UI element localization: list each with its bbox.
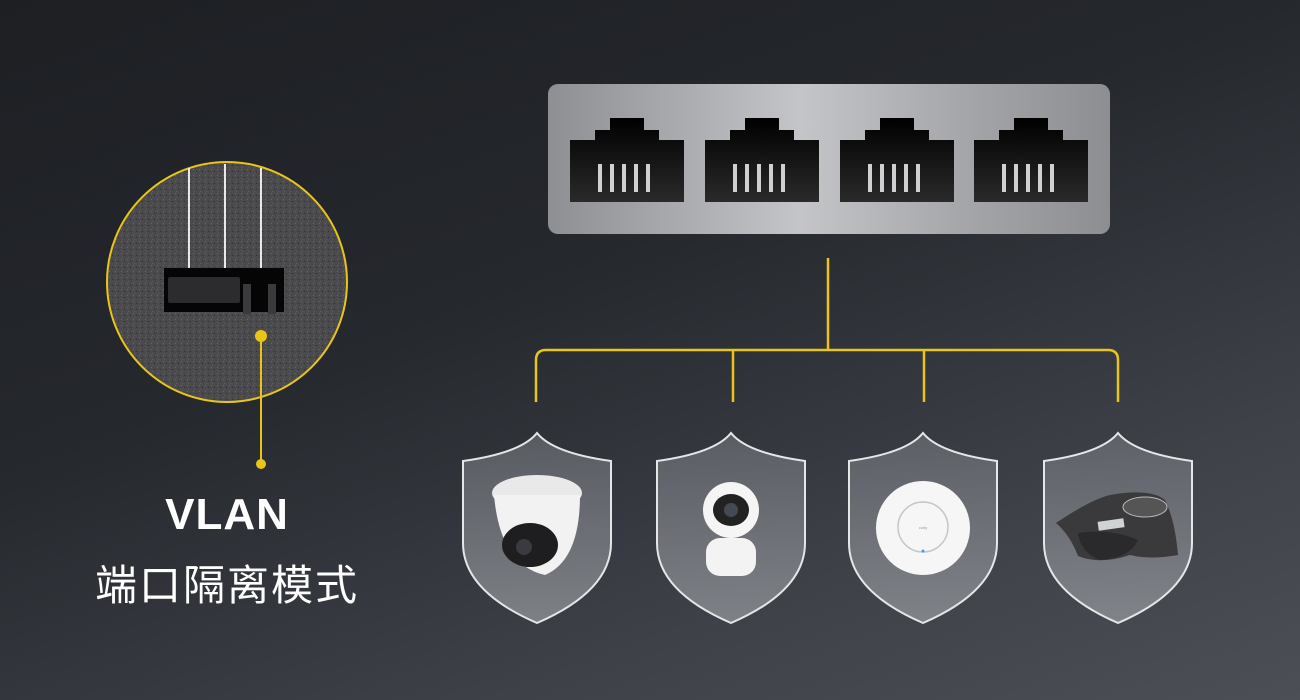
ethernet-port-icon xyxy=(840,118,954,202)
feature-title: VLAN xyxy=(165,490,289,539)
ethernet-port-icon xyxy=(974,118,1088,202)
ethernet-port-icon xyxy=(705,118,819,202)
access-point-icon: cudy xyxy=(876,481,970,575)
ethernet-port-icon xyxy=(570,118,684,202)
dip-switch-closeup xyxy=(106,161,348,403)
home-camera-icon xyxy=(703,482,759,576)
feature-subtitle: 端口隔离模式 xyxy=(94,562,359,609)
connector-tree xyxy=(534,258,1120,402)
ap-brand-text: cudy xyxy=(919,525,927,530)
conference-phone-icon xyxy=(1056,492,1178,561)
network-switch xyxy=(548,84,1110,234)
dome-camera-icon xyxy=(492,475,582,575)
callout-line xyxy=(255,330,267,469)
